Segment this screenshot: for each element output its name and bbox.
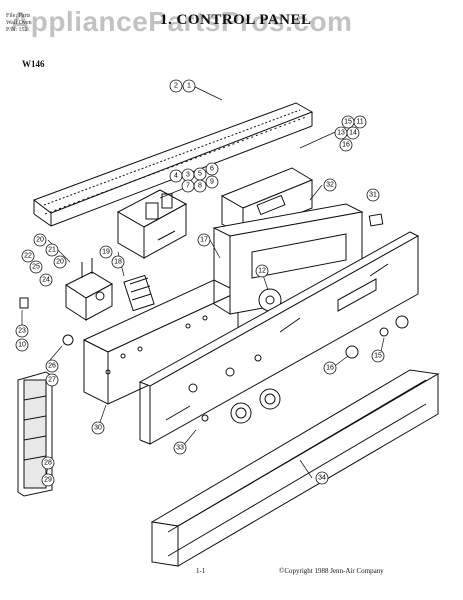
callout-bubble <box>323 361 337 375</box>
selector-switch-part <box>64 258 114 321</box>
callout-bubble <box>182 79 196 93</box>
callout-number: 2 <box>174 83 178 90</box>
relay-board-part <box>116 189 188 259</box>
copyright-notice: ©Copyright 1988 Jenn-Air Company <box>279 567 384 575</box>
switch-part <box>368 213 384 227</box>
callout-number: 33 <box>176 445 184 452</box>
callout-bubble <box>371 349 385 363</box>
callout-bubble <box>169 79 183 93</box>
callout-bubble <box>45 359 59 373</box>
callout-bubble <box>53 255 67 269</box>
callout-number: 11 <box>356 119 363 126</box>
callout-number: 21 <box>48 247 56 254</box>
callout-bubble <box>173 441 187 455</box>
callout-number: 15 <box>374 353 382 360</box>
callout-bubble <box>33 233 47 247</box>
callout-number: 17 <box>200 237 208 244</box>
callout-number: 23 <box>18 328 26 335</box>
callout-bubble <box>255 264 269 278</box>
callout-number: 12 <box>258 268 266 275</box>
callout-bubble <box>41 456 55 470</box>
callout-number: 15 <box>344 119 352 126</box>
callout-bubble <box>15 324 29 338</box>
callout-bubble <box>346 126 360 140</box>
watermark: AppliancePartsPros.com <box>10 6 353 37</box>
callout-bubble <box>193 179 207 193</box>
callout-bubble <box>45 373 59 387</box>
callout-number: 3 <box>186 172 190 179</box>
callout-bubble <box>366 188 380 202</box>
callout-number: 29 <box>44 477 52 484</box>
callout-number: 30 <box>94 425 102 432</box>
page-title: 1. CONTROL PANEL <box>160 12 312 28</box>
callout-bubble <box>21 249 35 263</box>
callout-number: 16 <box>342 142 350 149</box>
callout-bubble <box>339 138 353 152</box>
callout-number: 14 <box>349 130 357 137</box>
callout-bubble <box>111 255 125 269</box>
callout-number: 19 <box>102 249 110 256</box>
callout-bubble <box>323 178 337 192</box>
thermostat-part <box>123 274 155 312</box>
callout-number: 16 <box>326 365 334 372</box>
callout-number: 34 <box>318 475 326 482</box>
callout-bubble <box>91 421 105 435</box>
callout-number: 27 <box>48 377 56 384</box>
callout-number: 5 <box>198 171 202 178</box>
callout-number: 31 <box>369 192 377 199</box>
callout-number: 22 <box>24 253 32 260</box>
callout-bubble <box>315 471 329 485</box>
file-info: File: Parts Wall Oven P/N: 152 <box>6 13 32 34</box>
callout-number: 13 <box>337 130 345 137</box>
callout-number: 9 <box>210 179 214 186</box>
callout-number: 4 <box>174 173 178 180</box>
callout-bubble <box>205 175 219 189</box>
callout-number: 24 <box>42 277 50 284</box>
callout-bubble <box>45 243 59 257</box>
page-number: 1-1 <box>196 567 206 575</box>
small-knob-parts <box>345 315 409 359</box>
callout-bubble <box>205 162 219 176</box>
callout-number: 1 <box>187 83 191 90</box>
file-info-line: File: Parts <box>6 13 31 19</box>
callout-number: 28 <box>44 460 52 467</box>
callout-bubble <box>353 115 367 129</box>
callout-number: 20 <box>36 237 44 244</box>
side-bracket-part <box>82 279 240 405</box>
callout-bubble <box>41 473 55 487</box>
callout-bubble <box>99 245 113 259</box>
callout-bubble <box>29 260 43 274</box>
leader-lines <box>21 85 385 481</box>
callout-number: 10 <box>18 342 26 349</box>
callout-bubble <box>39 273 53 287</box>
callout-number: 8 <box>198 183 202 190</box>
callout-number: 20 <box>56 259 64 266</box>
callout-number: 7 <box>186 183 190 190</box>
file-info-line: Wall Oven <box>6 20 32 26</box>
callout-number: 25 <box>32 264 40 271</box>
model-label: W146 <box>22 59 45 69</box>
callout-number: 6 <box>210 166 214 173</box>
bottom-trim-part <box>150 369 440 567</box>
knob-parts <box>201 388 281 424</box>
small-hardware-parts <box>19 297 111 375</box>
callout-number: 32 <box>326 182 334 189</box>
front-glass-panel <box>138 231 420 445</box>
callout-number: 26 <box>48 363 56 370</box>
callout-bubble <box>197 233 211 247</box>
file-info-line: P/N: 152 <box>6 27 28 33</box>
callout-bubble <box>15 338 29 352</box>
callout-number: 18 <box>114 259 122 266</box>
